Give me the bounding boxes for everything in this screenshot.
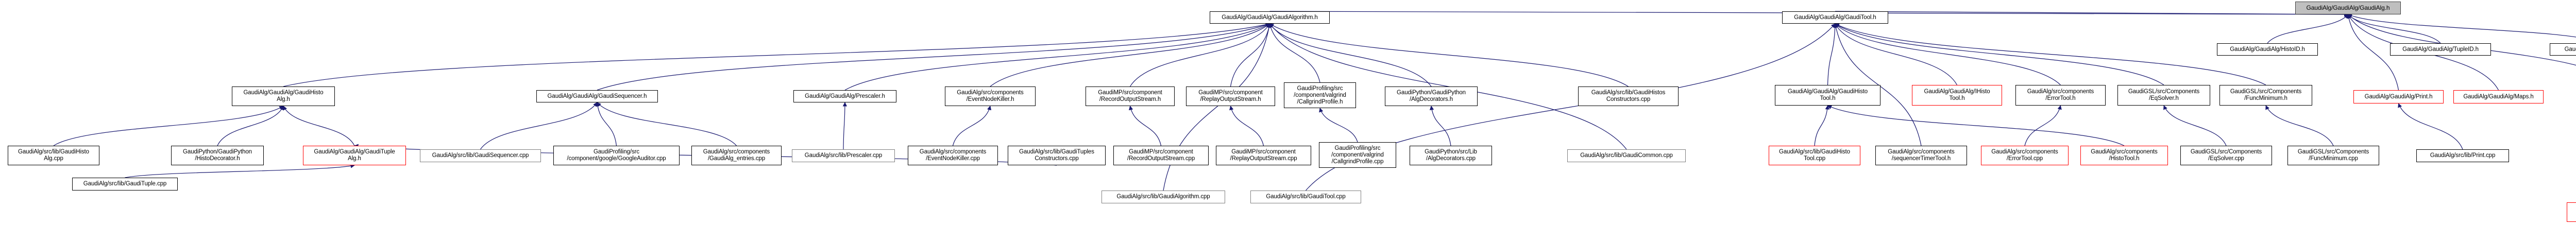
graph-node[interactable]: GaudiAlg/src/lib/GaudiAlgorithm.cpp — [1101, 191, 1225, 203]
graph-node[interactable]: GaudiPython/GaudiPython /TupleDecorator.… — [2567, 202, 2576, 222]
graph-node[interactable]: GaudiAlg/GaudiAlg/GaudiTool.h — [1782, 11, 1888, 24]
graph-edge — [217, 106, 284, 146]
graph-edge — [1319, 108, 1358, 143]
graph-node-root[interactable]: GaudiAlg/GaudiAlg/GaudiAlg.h — [2295, 2, 2401, 14]
graph-edge — [1827, 105, 2125, 146]
graph-edge — [1128, 106, 1162, 146]
graph-node[interactable]: GaudiAlg/src/lib/Print.cpp — [2416, 149, 2509, 162]
graph-node[interactable]: GaudiMP/src/component /RecordOutputStrea… — [1086, 86, 1175, 106]
graph-edge — [1835, 23, 1958, 85]
graph-edge — [1429, 106, 1451, 146]
graph-node[interactable]: GaudiAlg/GaudiAlg/Prescaler.h — [793, 90, 896, 102]
graph-node[interactable]: GaudiAlg/src/lib/GaudiAlg.cpp — [2550, 43, 2576, 56]
graph-edge — [595, 102, 617, 146]
graph-node[interactable]: GaudiAlg/src/lib/GaudiHisto Tool.cpp — [1769, 146, 1860, 165]
graph-edge — [1269, 23, 1432, 87]
graph-edge — [1268, 23, 1320, 83]
graph-node[interactable]: GaudiAlg/src/lib/GaudiHistos Constructor… — [1578, 86, 1679, 106]
graph-node[interactable]: GaudiPython/GaudiPython /HistoDecorator.… — [171, 146, 264, 165]
graph-node[interactable]: GaudiAlg/GaudiAlg/Maps.h — [2453, 90, 2544, 103]
graph-node[interactable]: GaudiProfiling/src /component/google/Goo… — [553, 146, 680, 165]
graph-edge — [2267, 14, 2349, 44]
graph-node[interactable]: GaudiAlg/src/components /ErrorTool.cpp — [1981, 146, 2069, 165]
graph-node[interactable]: GaudiAlg/src/components /EventNodeKiller… — [908, 146, 998, 165]
graph-node[interactable]: GaudiGSL/src/Components /EqSolver.h — [2117, 85, 2210, 106]
graph-edge — [1230, 23, 1272, 87]
graph-edge — [1835, 11, 2349, 17]
graph-node[interactable]: GaudiMP/src/component /RecordOutputStrea… — [1113, 146, 1209, 165]
graph-edge — [1827, 23, 1837, 85]
graph-edge — [597, 102, 737, 146]
graph-node[interactable]: GaudiAlg/src/lib/GaudiTuples Constructor… — [1008, 146, 1106, 165]
graph-node[interactable]: GaudiAlg/src/lib/GaudiTuple.cpp — [72, 178, 178, 191]
graph-edge — [480, 102, 598, 150]
graph-edge — [842, 102, 848, 150]
graph-edge — [1269, 23, 1629, 87]
graph-edge — [1835, 23, 2164, 85]
graph-node[interactable]: GaudiGSL/src/Components /FuncMinimum.cpp — [2287, 146, 2379, 165]
graph-node[interactable]: GaudiPython/src/Lib /AlgDecorators.cpp — [1410, 146, 1492, 165]
graph-node[interactable]: GaudiAlg/src/components /EventNodeKiller… — [945, 86, 1036, 106]
graph-node[interactable]: GaudiAlg/src/lib/GaudiTool.cpp — [1250, 191, 1361, 203]
graph-node[interactable]: GaudiAlg/src/lib/GaudiSequencer.cpp — [420, 149, 541, 162]
graph-edge — [2398, 103, 2463, 150]
graph-node[interactable]: GaudiAlg/GaudiAlg/GaudiTuple Alg.h — [303, 146, 406, 165]
graph-edge — [844, 23, 1270, 91]
graph-edge — [2265, 105, 2334, 146]
graph-edge — [283, 106, 355, 146]
graph-edge — [2347, 14, 2576, 38]
graph-node[interactable]: GaudiAlg/src/components /ErrorTool.h — [2015, 85, 2106, 106]
graph-node[interactable]: GaudiAlg/GaudiAlg/GaudiSequencer.h — [536, 90, 658, 102]
graph-edge — [1835, 23, 2061, 85]
graph-node[interactable]: GaudiAlg/src/components /sequencerTimerT… — [1875, 146, 1967, 165]
graph-edge — [2024, 105, 2062, 146]
graph-edge — [2163, 105, 2227, 146]
graph-node[interactable]: GaudiAlg/GaudiAlg/TupleID.h — [2390, 43, 2491, 56]
graph-edge — [283, 22, 1270, 87]
graph-node[interactable]: GaudiAlg/GaudiAlg/GaudiHisto Tool.h — [1775, 85, 1880, 106]
graph-edge — [990, 23, 1270, 87]
graph-node[interactable]: GaudiAlg/src/lib/Prescaler.cpp — [792, 149, 895, 162]
graph-edge — [2347, 14, 2441, 44]
graph-node[interactable]: GaudiAlg/GaudiAlg/GaudiHisto Alg.h — [232, 86, 335, 106]
graph-node[interactable]: GaudiAlg/GaudiAlg/GaudiAlgorithm.h — [1210, 11, 1330, 24]
graph-edge — [1229, 106, 1264, 146]
graph-edge — [53, 106, 284, 146]
graph-node[interactable]: GaudiGSL/src/Components /FuncMinimum.h — [2219, 85, 2312, 106]
graph-node[interactable]: GaudiAlg/GaudiAlg/HistoID.h — [2217, 43, 2318, 56]
graph-edge — [125, 164, 355, 178]
graph-node[interactable]: GaudiAlg/GaudiAlg/Print.h — [2353, 90, 2444, 103]
graph-node[interactable]: GaudiAlg/src/lib/GaudiCommon.cpp — [1567, 149, 1686, 162]
graph-node[interactable]: GaudiAlg/src/components /HistoTool.h — [2080, 146, 2168, 165]
graph-node[interactable]: GaudiAlg/GaudiAlg/IHisto Tool.h — [1912, 85, 2002, 106]
graph-edge — [952, 106, 992, 146]
graph-node[interactable]: GaudiPython/GaudiPython /AlgDecorators.h — [1385, 86, 1478, 106]
graph-node[interactable]: GaudiAlg/src/components /GaudiAlg_entrie… — [691, 146, 782, 165]
graph-edge — [1835, 23, 2266, 85]
graph-edge — [1163, 23, 1272, 191]
graph-edge — [597, 23, 1270, 91]
graph-node[interactable]: GaudiProfiling/src /component/valgrind /… — [1319, 142, 1396, 168]
graph-edge — [1129, 23, 1270, 87]
graph-node[interactable]: GaudiAlg/src/lib/GaudiHisto Alg.cpp — [8, 146, 99, 165]
graph-node[interactable]: GaudiMP/src/component /ReplayOutputStrea… — [1186, 86, 1275, 106]
graph-node[interactable]: GaudiGSL/src/Components /EqSolver.cpp — [2180, 146, 2272, 165]
graph-node[interactable]: GaudiMP/src/component /ReplayOutputStrea… — [1216, 146, 1311, 165]
graph-node[interactable]: GaudiProfiling/src /component/valgrind /… — [1284, 82, 1356, 108]
graph-edge — [1814, 105, 1830, 146]
